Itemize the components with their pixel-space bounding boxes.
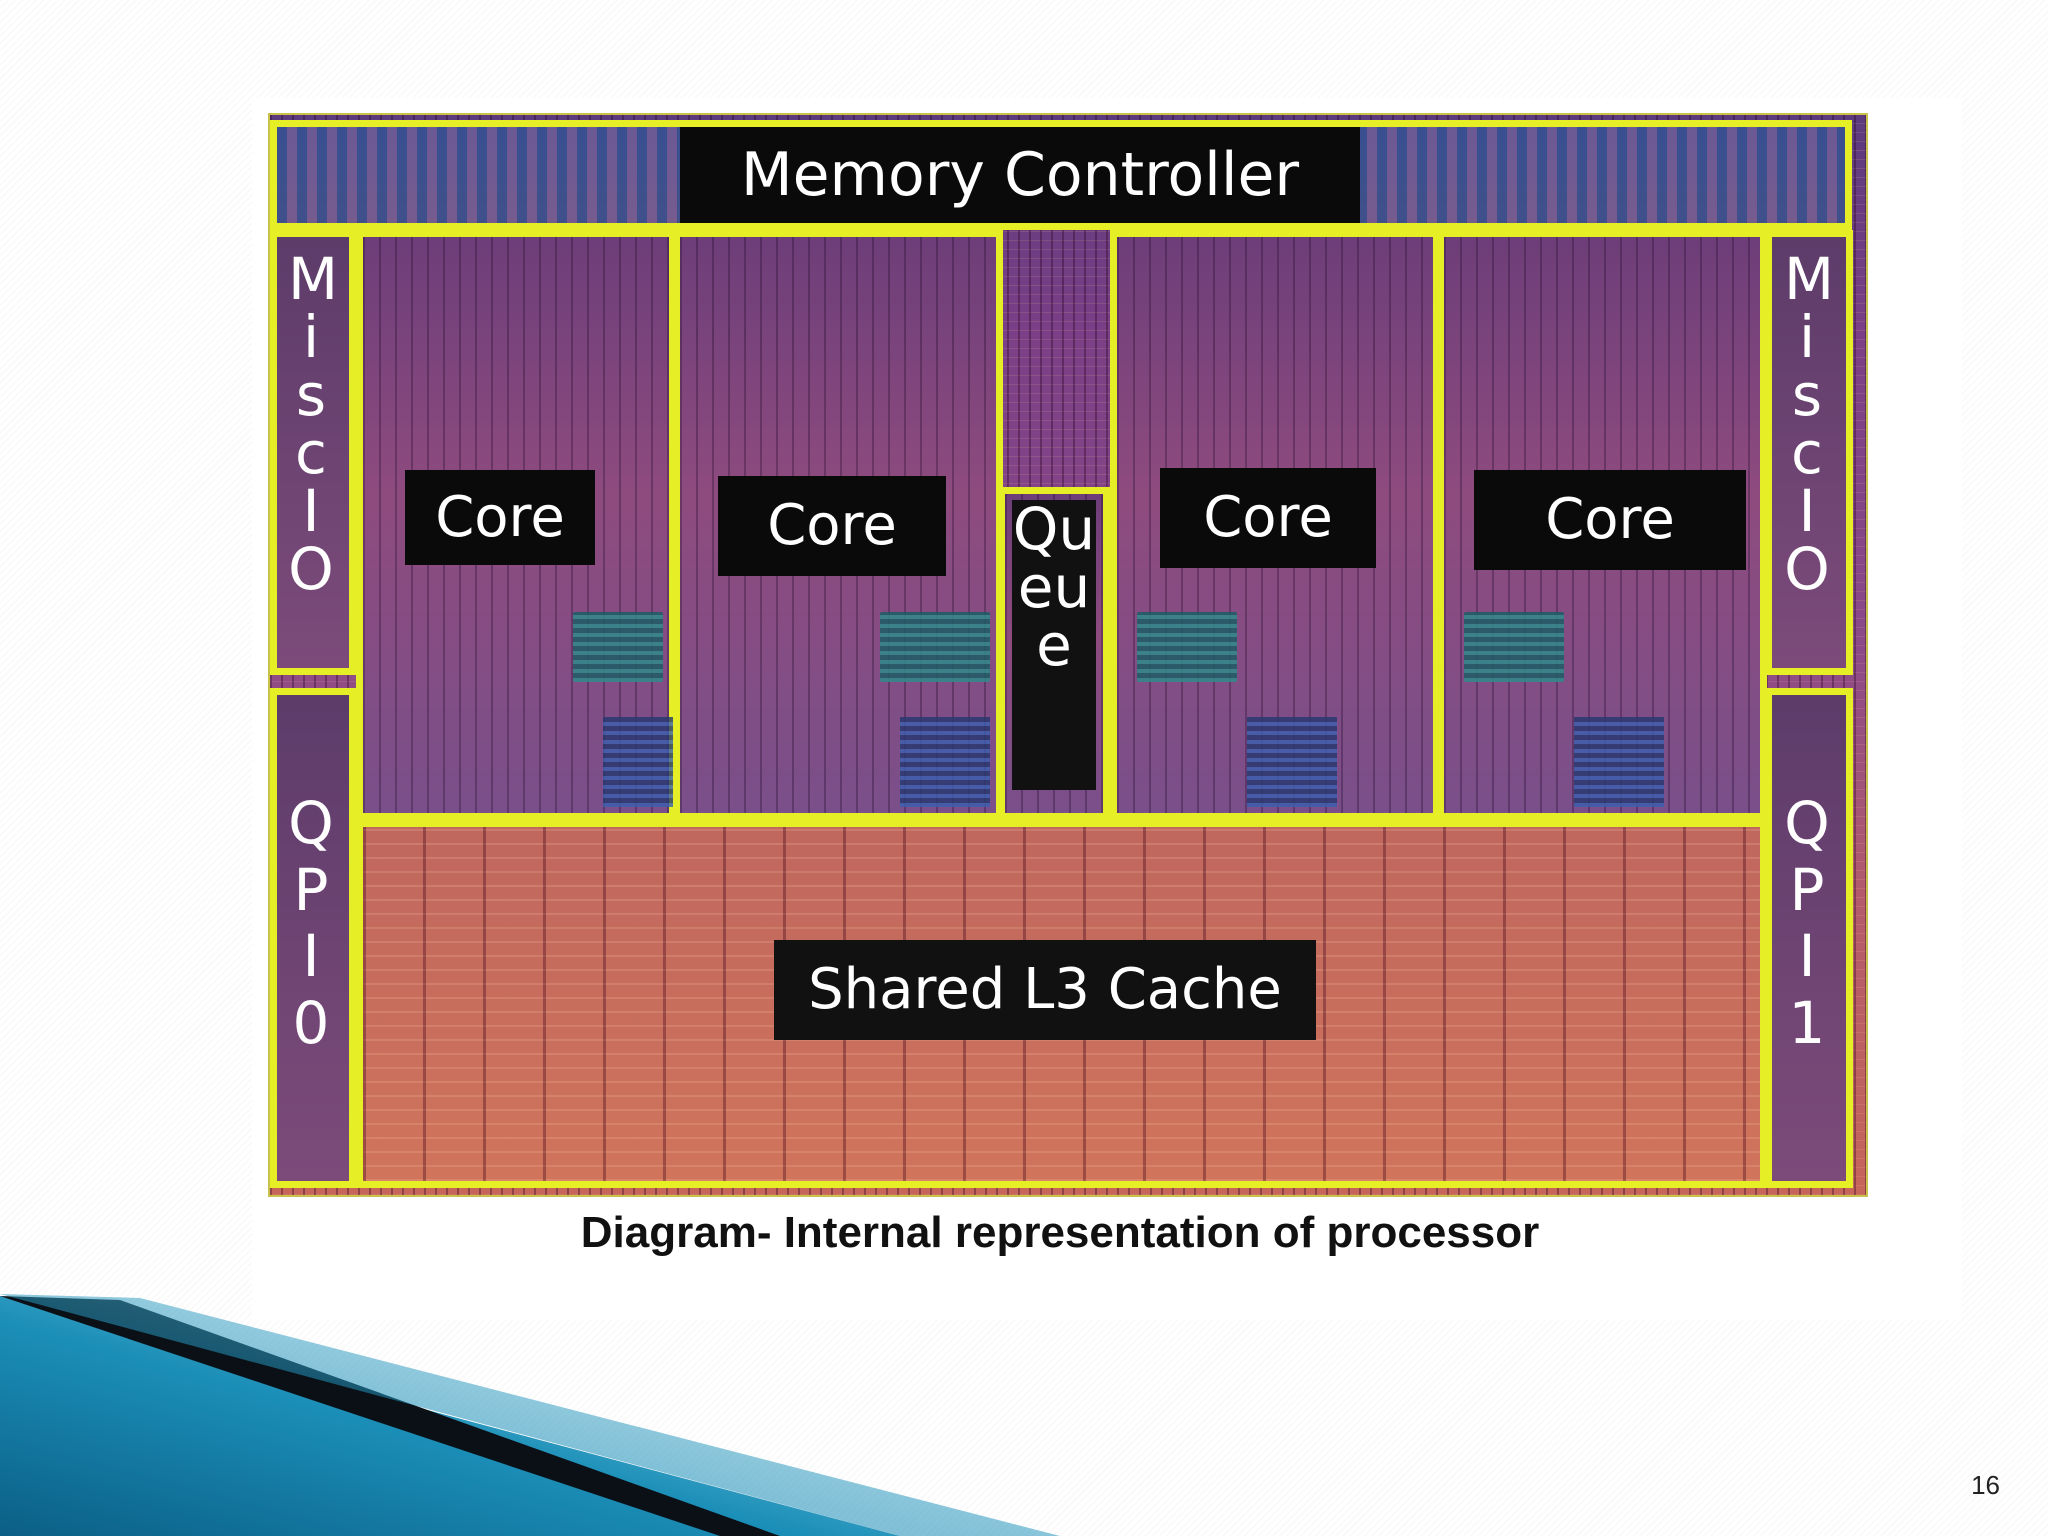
qpi-left-label: QPI0 [288, 789, 334, 1058]
misc-io-left-label: MiscIO [288, 245, 339, 603]
qpi-left-region [270, 688, 356, 1188]
core-3-label: Core [1160, 468, 1376, 568]
core-1-detail [573, 612, 663, 682]
core-4-detail [1574, 717, 1664, 807]
shared-l3-cache-label: Shared L3 Cache [774, 940, 1316, 1040]
page-number: 16 [1971, 1470, 2000, 1500]
queue-label: Queue [1012, 500, 1096, 790]
core-4-label: Core [1474, 470, 1746, 570]
qpi-right-region [1765, 688, 1853, 1188]
qpi-right-label: QPI1 [1784, 789, 1830, 1058]
misc-io-left-region [270, 230, 356, 675]
core-2-detail [880, 612, 990, 682]
misc-io-right-region [1765, 230, 1853, 675]
core-1-detail [603, 717, 673, 807]
core-1-label: Core [405, 470, 595, 565]
core-4-detail [1464, 612, 1564, 682]
misc-io-right-label: MiscIO [1784, 245, 1835, 603]
core-2-label: Core [718, 476, 946, 576]
memory-controller-label: Memory Controller [680, 127, 1360, 223]
core-2-detail [900, 717, 990, 807]
figure-caption: Diagram- Internal representation of proc… [580, 1208, 1540, 1257]
core-3-detail [1137, 612, 1237, 682]
core-3-detail [1247, 717, 1337, 807]
